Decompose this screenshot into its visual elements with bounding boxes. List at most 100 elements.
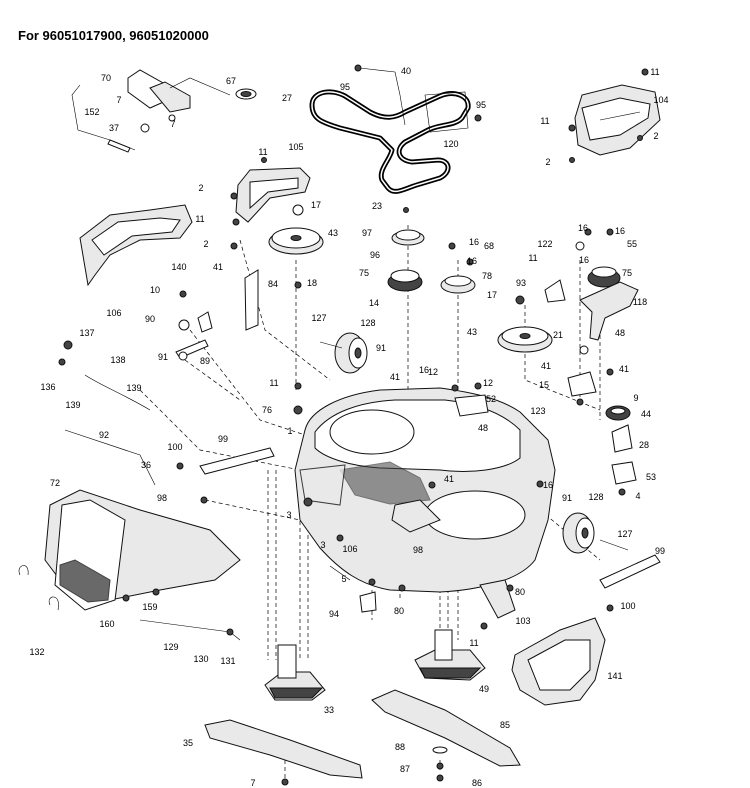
callout-118: 118 xyxy=(633,297,647,307)
callout-129: 129 xyxy=(163,642,178,652)
callout-1: 1 xyxy=(287,426,292,436)
callout-52: 52 xyxy=(486,394,496,404)
callout-9: 9 xyxy=(633,393,638,403)
callout-86: 86 xyxy=(472,778,482,788)
callout-36: 36 xyxy=(141,460,151,470)
spindles xyxy=(264,629,486,701)
lift-links xyxy=(175,269,661,589)
callout-48b: 48 xyxy=(478,423,488,433)
callout-5: 5 xyxy=(341,574,346,584)
callout-21: 21 xyxy=(553,330,563,340)
callout-100a: 100 xyxy=(167,442,182,452)
callout-91c: 91 xyxy=(562,493,572,503)
callout-49: 49 xyxy=(479,684,489,694)
callout-2d: 2 xyxy=(203,239,208,249)
callout-14: 14 xyxy=(369,298,379,308)
callout-139b: 139 xyxy=(65,400,80,410)
callout-37: 37 xyxy=(109,123,119,133)
callout-80b: 80 xyxy=(394,606,404,616)
callout-152: 152 xyxy=(84,107,99,117)
callout-80a: 80 xyxy=(515,587,525,597)
callout-128b: 128 xyxy=(588,492,603,502)
callout-53: 53 xyxy=(646,472,656,482)
callout-23: 23 xyxy=(372,201,382,211)
callout-105: 105 xyxy=(288,142,303,152)
misc-brackets xyxy=(329,371,637,613)
callout-7a: 7 xyxy=(116,95,121,105)
callout-127a: 127 xyxy=(311,313,326,323)
callout-3a: 3 xyxy=(286,510,291,520)
callout-75b: 75 xyxy=(622,268,632,278)
gauge-wheels xyxy=(319,332,629,554)
callout-67: 67 xyxy=(226,76,236,86)
callout-35: 35 xyxy=(183,738,193,748)
callout-41c: 41 xyxy=(541,361,551,371)
callout-99b: 99 xyxy=(655,546,665,556)
side-shields xyxy=(479,579,606,706)
callout-2c: 2 xyxy=(198,183,203,193)
callout-87: 87 xyxy=(400,764,410,774)
callout-160: 160 xyxy=(99,619,114,629)
callout-94: 94 xyxy=(329,609,339,619)
callout-136: 136 xyxy=(40,382,55,392)
callout-88: 88 xyxy=(395,742,405,752)
callout-3b: 3 xyxy=(320,540,325,550)
callout-68: 68 xyxy=(484,241,494,251)
belt-cover-right xyxy=(574,84,661,156)
callout-40: 40 xyxy=(401,66,411,76)
callout-17a: 17 xyxy=(311,200,321,210)
callout-98a: 98 xyxy=(157,493,167,503)
callout-10: 10 xyxy=(150,285,160,295)
callout-41a: 41 xyxy=(213,262,223,272)
mower-belt xyxy=(309,89,471,194)
callout-43b: 43 xyxy=(467,327,477,337)
callout-11g: 11 xyxy=(469,638,478,648)
callout-159: 159 xyxy=(142,602,157,612)
callout-44: 44 xyxy=(641,409,651,419)
callout-100b: 100 xyxy=(620,601,635,611)
belt-cover-left xyxy=(235,167,311,223)
callout-91b: 91 xyxy=(158,352,168,362)
callout-72: 72 xyxy=(50,478,60,488)
callout-2b: 2 xyxy=(545,157,550,167)
callout-97: 97 xyxy=(362,228,372,238)
callout-98b: 98 xyxy=(413,545,423,555)
callout-11c: 11 xyxy=(258,147,267,157)
callout-85: 85 xyxy=(500,720,510,730)
callout-7c: 7 xyxy=(250,778,255,788)
callout-15: 15 xyxy=(539,380,549,390)
callout-95a: 95 xyxy=(340,82,350,92)
callout-16e: 16 xyxy=(579,255,589,265)
callout-41d: 41 xyxy=(619,364,629,374)
callout-70: 70 xyxy=(101,73,111,83)
callout-12a: 12 xyxy=(428,367,438,377)
callout-138: 138 xyxy=(110,355,125,365)
callout-91a: 91 xyxy=(376,343,386,353)
callout-16a: 16 xyxy=(469,237,479,247)
callout-33: 33 xyxy=(324,705,334,715)
callout-95b: 95 xyxy=(476,100,486,110)
callout-128a: 128 xyxy=(360,318,375,328)
callout-131: 131 xyxy=(220,656,235,666)
discharge-chute xyxy=(18,489,241,611)
callout-89: 89 xyxy=(200,356,210,366)
callout-27: 27 xyxy=(282,93,292,103)
callout-11f: 11 xyxy=(269,378,278,388)
callout-93: 93 xyxy=(516,278,526,288)
callout-28: 28 xyxy=(639,440,649,450)
callout-106a: 106 xyxy=(106,308,121,318)
callout-43a: 43 xyxy=(328,228,338,238)
callout-132: 132 xyxy=(29,647,44,657)
pulleys xyxy=(268,227,631,421)
belt-keepers xyxy=(354,64,482,133)
callout-99a: 99 xyxy=(218,434,228,444)
callout-103: 103 xyxy=(515,616,530,626)
callout-7b: 7 xyxy=(170,119,175,129)
callout-48a: 48 xyxy=(615,328,625,338)
callout-41b: 41 xyxy=(390,372,400,382)
engagement-linkage xyxy=(71,69,257,153)
callout-123: 123 xyxy=(530,406,545,416)
callout-18: 18 xyxy=(307,278,317,288)
callout-137: 137 xyxy=(79,328,94,338)
callout-130: 130 xyxy=(193,654,208,664)
